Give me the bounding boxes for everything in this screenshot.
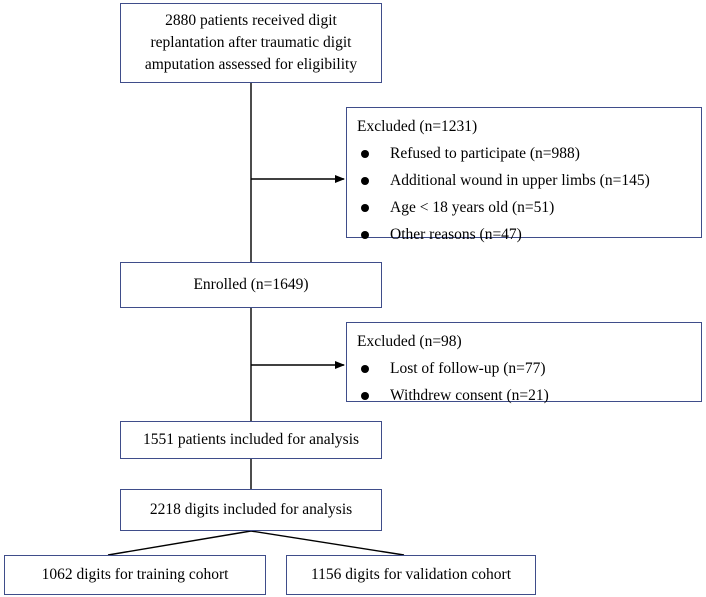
excluded-title: Excluded (n=98) (357, 333, 462, 350)
exclusion-reasons-list: Lost of follow-up (n=77) Withdrew consen… (357, 358, 691, 407)
exclusion-reason-text: Withdrew consent (n=21) (390, 387, 549, 404)
bullet-icon (361, 365, 369, 373)
excluded-box-2: Excluded (n=98) Lost of follow-up (n=77)… (346, 322, 702, 404)
enrolled-label: Enrolled (n=1649) (193, 276, 309, 293)
assessed-box: 2880 patients received digit replantatio… (120, 3, 382, 83)
enrolled-box: Enrolled (n=1649) (120, 262, 382, 308)
assessed-line: 2880 patients received digit (165, 12, 337, 29)
training-cohort-box: 1062 digits for training cohort (4, 555, 266, 595)
validation-cohort-box: 1156 digits for validation cohort (286, 555, 536, 595)
exclusion-reason-text: Refused to participate (n=988) (390, 145, 580, 162)
exclusion-reason: Refused to participate (n=988) (357, 143, 691, 165)
assessed-line: replantation after traumatic digit (150, 34, 352, 51)
exclusion-reasons-list: Refused to participate (n=988) Additiona… (357, 143, 691, 246)
digits-analysis-label: 2218 digits included for analysis (149, 501, 353, 518)
exclusion-reason-text: Additional wound in upper limbs (n=145) (390, 172, 650, 189)
bullet-icon (361, 231, 369, 239)
patients-analysis-box: 1551 patients included for analysis (120, 421, 382, 459)
patients-analysis-label: 1551 patients included for analysis (142, 431, 360, 448)
excluded-box-1: Excluded (n=1231) Refused to participate… (346, 107, 702, 243)
exclusion-reason: Lost of follow-up (n=77) (357, 358, 691, 380)
digits-analysis-box: 2218 digits included for analysis (120, 489, 382, 531)
validation-cohort-label: 1156 digits for validation cohort (310, 566, 512, 583)
excluded-title: Excluded (n=1231) (357, 118, 478, 135)
bullet-icon (361, 150, 369, 158)
exclusion-reason-text: Lost of follow-up (n=77) (390, 360, 546, 377)
exclusion-reason: Additional wound in upper limbs (n=145) (357, 170, 691, 192)
bullet-icon (361, 204, 369, 212)
exclusion-reason-text: Age < 18 years old (n=51) (390, 199, 555, 216)
split-line-validation (250, 530, 405, 556)
assessed-line: amputation assessed for eligibility (144, 56, 358, 73)
exclusion-reason: Withdrew consent (n=21) (357, 385, 691, 407)
split-line-training (107, 530, 252, 556)
exclusion-reason: Other reasons (n=47) (357, 224, 691, 246)
bullet-icon (361, 177, 369, 185)
exclusion-reason: Age < 18 years old (n=51) (357, 197, 691, 219)
bullet-icon (361, 392, 369, 400)
assessed-text: 2880 patients received digit replantatio… (145, 10, 357, 76)
exclusion-reason-text: Other reasons (n=47) (390, 226, 522, 243)
training-cohort-label: 1062 digits for training cohort (41, 566, 229, 583)
